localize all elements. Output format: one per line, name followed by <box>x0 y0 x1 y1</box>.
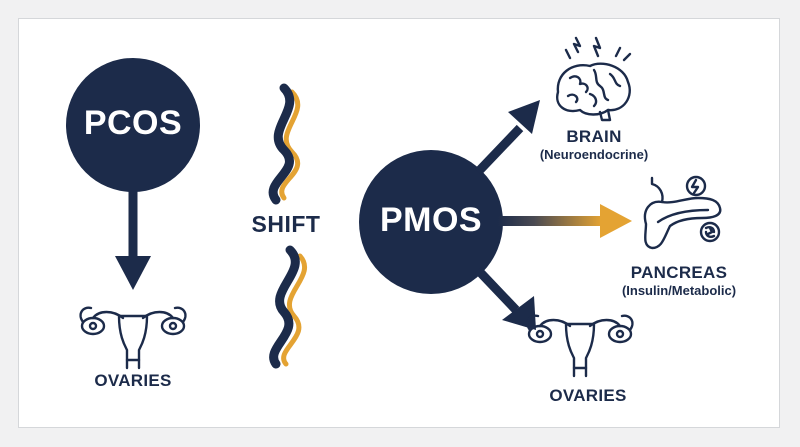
shift-label: SHIFT <box>251 211 321 237</box>
arrow-to-brain-shaft <box>474 124 524 176</box>
shift-wave-bottom <box>269 245 308 369</box>
arrow-to-ovaries-shaft <box>474 266 520 314</box>
brain-label: BRAIN <box>566 127 622 146</box>
pmos-label: PMOS <box>379 201 483 239</box>
pancreas-sub-label: (Insulin/Metabolic) <box>621 283 737 298</box>
arrow-to-brain-head <box>508 100 540 134</box>
arrow-to-pancreas-head <box>600 204 632 238</box>
pcos-arrow-head <box>115 256 151 290</box>
pmos-circle <box>359 150 503 294</box>
shift-wave-top <box>268 83 301 205</box>
ovaries-icon <box>526 314 634 378</box>
pcos-ovaries-label: OVARIES <box>94 371 172 390</box>
pancreas-label: PANCREAS <box>630 263 728 282</box>
brain-sub-label: (Neuroendocrine) <box>539 147 649 162</box>
arrow-to-pancreas-shaft <box>498 216 602 226</box>
brain-icon <box>556 36 632 122</box>
pancreas-icon <box>643 175 722 250</box>
pcos-label: PCOS <box>83 104 183 142</box>
pcos-circle <box>66 58 200 192</box>
ovaries-icon <box>79 306 187 370</box>
pmos-ovaries-label: OVARIES <box>549 386 627 405</box>
